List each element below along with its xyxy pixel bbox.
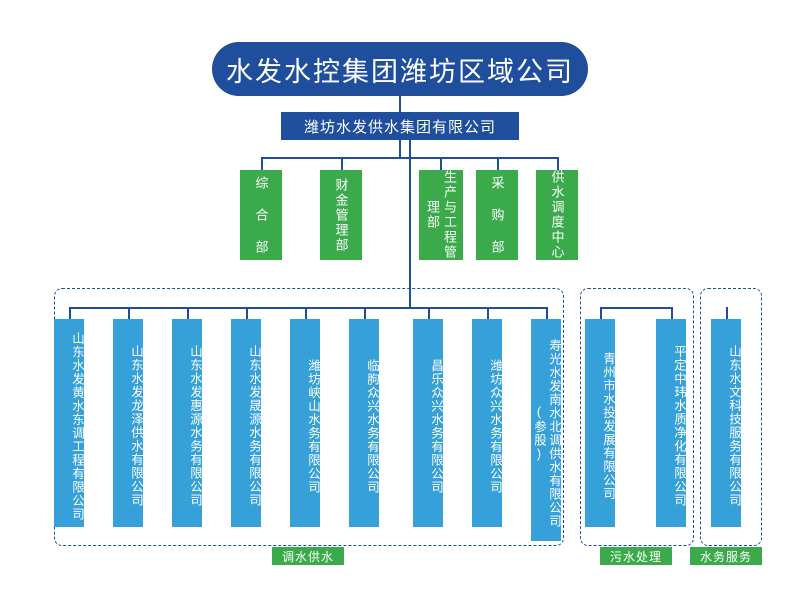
company-node-11: 平定中玮水质净化有限公司 [656,319,686,527]
company-node-7: 昌乐众兴水务有限公司 [413,319,443,527]
connector-dept-5 [557,157,559,170]
connector-company-12 [726,307,728,319]
connector-company-9 [546,307,548,319]
connector-dept-3 [440,157,442,170]
connector-trunk-companies [409,140,411,308]
company-node-9: 寿光水发南水北调供水有限公司(参股) [531,319,561,541]
connector-company-bus-2 [600,307,672,309]
company-node-2: 山东水发龙泽供水有限公司 [113,319,143,527]
connector-company-5 [305,307,307,319]
company-node-10: 青州市水投发展有限公司 [585,319,615,527]
dept-node-2: 财金管理部 [320,170,362,260]
connector-company-1 [69,307,71,319]
group-label-services: 水务服务 [690,547,762,565]
connector-company-7 [428,307,430,319]
connector-company-6 [364,307,366,319]
connector-company-3 [187,307,189,319]
connector-company-11 [671,307,673,319]
company-node-12: 山东水文科技服务有限公司 [711,319,741,527]
connector-dept-1 [261,157,263,170]
connector-root-second [399,96,401,112]
company-node-5: 潍坊峡山水务有限公司 [290,319,320,527]
connector-second-down [399,140,401,158]
connector-dept-4 [497,157,499,170]
group-label-water-supply: 调水供水 [272,547,344,565]
second-level-node: 潍坊水发供水集团有限公司 [281,112,519,140]
connector-company-10 [600,307,602,319]
group-box-sewage [580,288,694,546]
connector-dept-2 [341,157,343,170]
dept-node-3: 生产与工程管理部 [419,170,463,260]
connector-company-8 [487,307,489,319]
company-node-6: 临朐众兴水务有限公司 [349,319,379,527]
dept-node-5: 供水调度中心 [536,170,578,260]
company-node-4: 山东水发晟源水务有限公司 [231,319,261,527]
dept-node-4: 采 购 部 [476,170,518,260]
group-label-sewage: 污水处理 [600,547,672,565]
company-node-3: 山东水发惠源水务有限公司 [172,319,202,527]
company-node-1: 山东水发黄水东调工程有限公司 [54,319,84,527]
root-node: 水发水控集团潍坊区域公司 [212,42,588,96]
company-node-8: 潍坊众兴水务有限公司 [472,319,502,527]
dept-node-1: 综 合 部 [240,170,282,260]
connector-company-2 [128,307,130,319]
group-box-services [700,288,762,546]
connector-company-4 [246,307,248,319]
connector-company-bus-1 [69,307,546,309]
